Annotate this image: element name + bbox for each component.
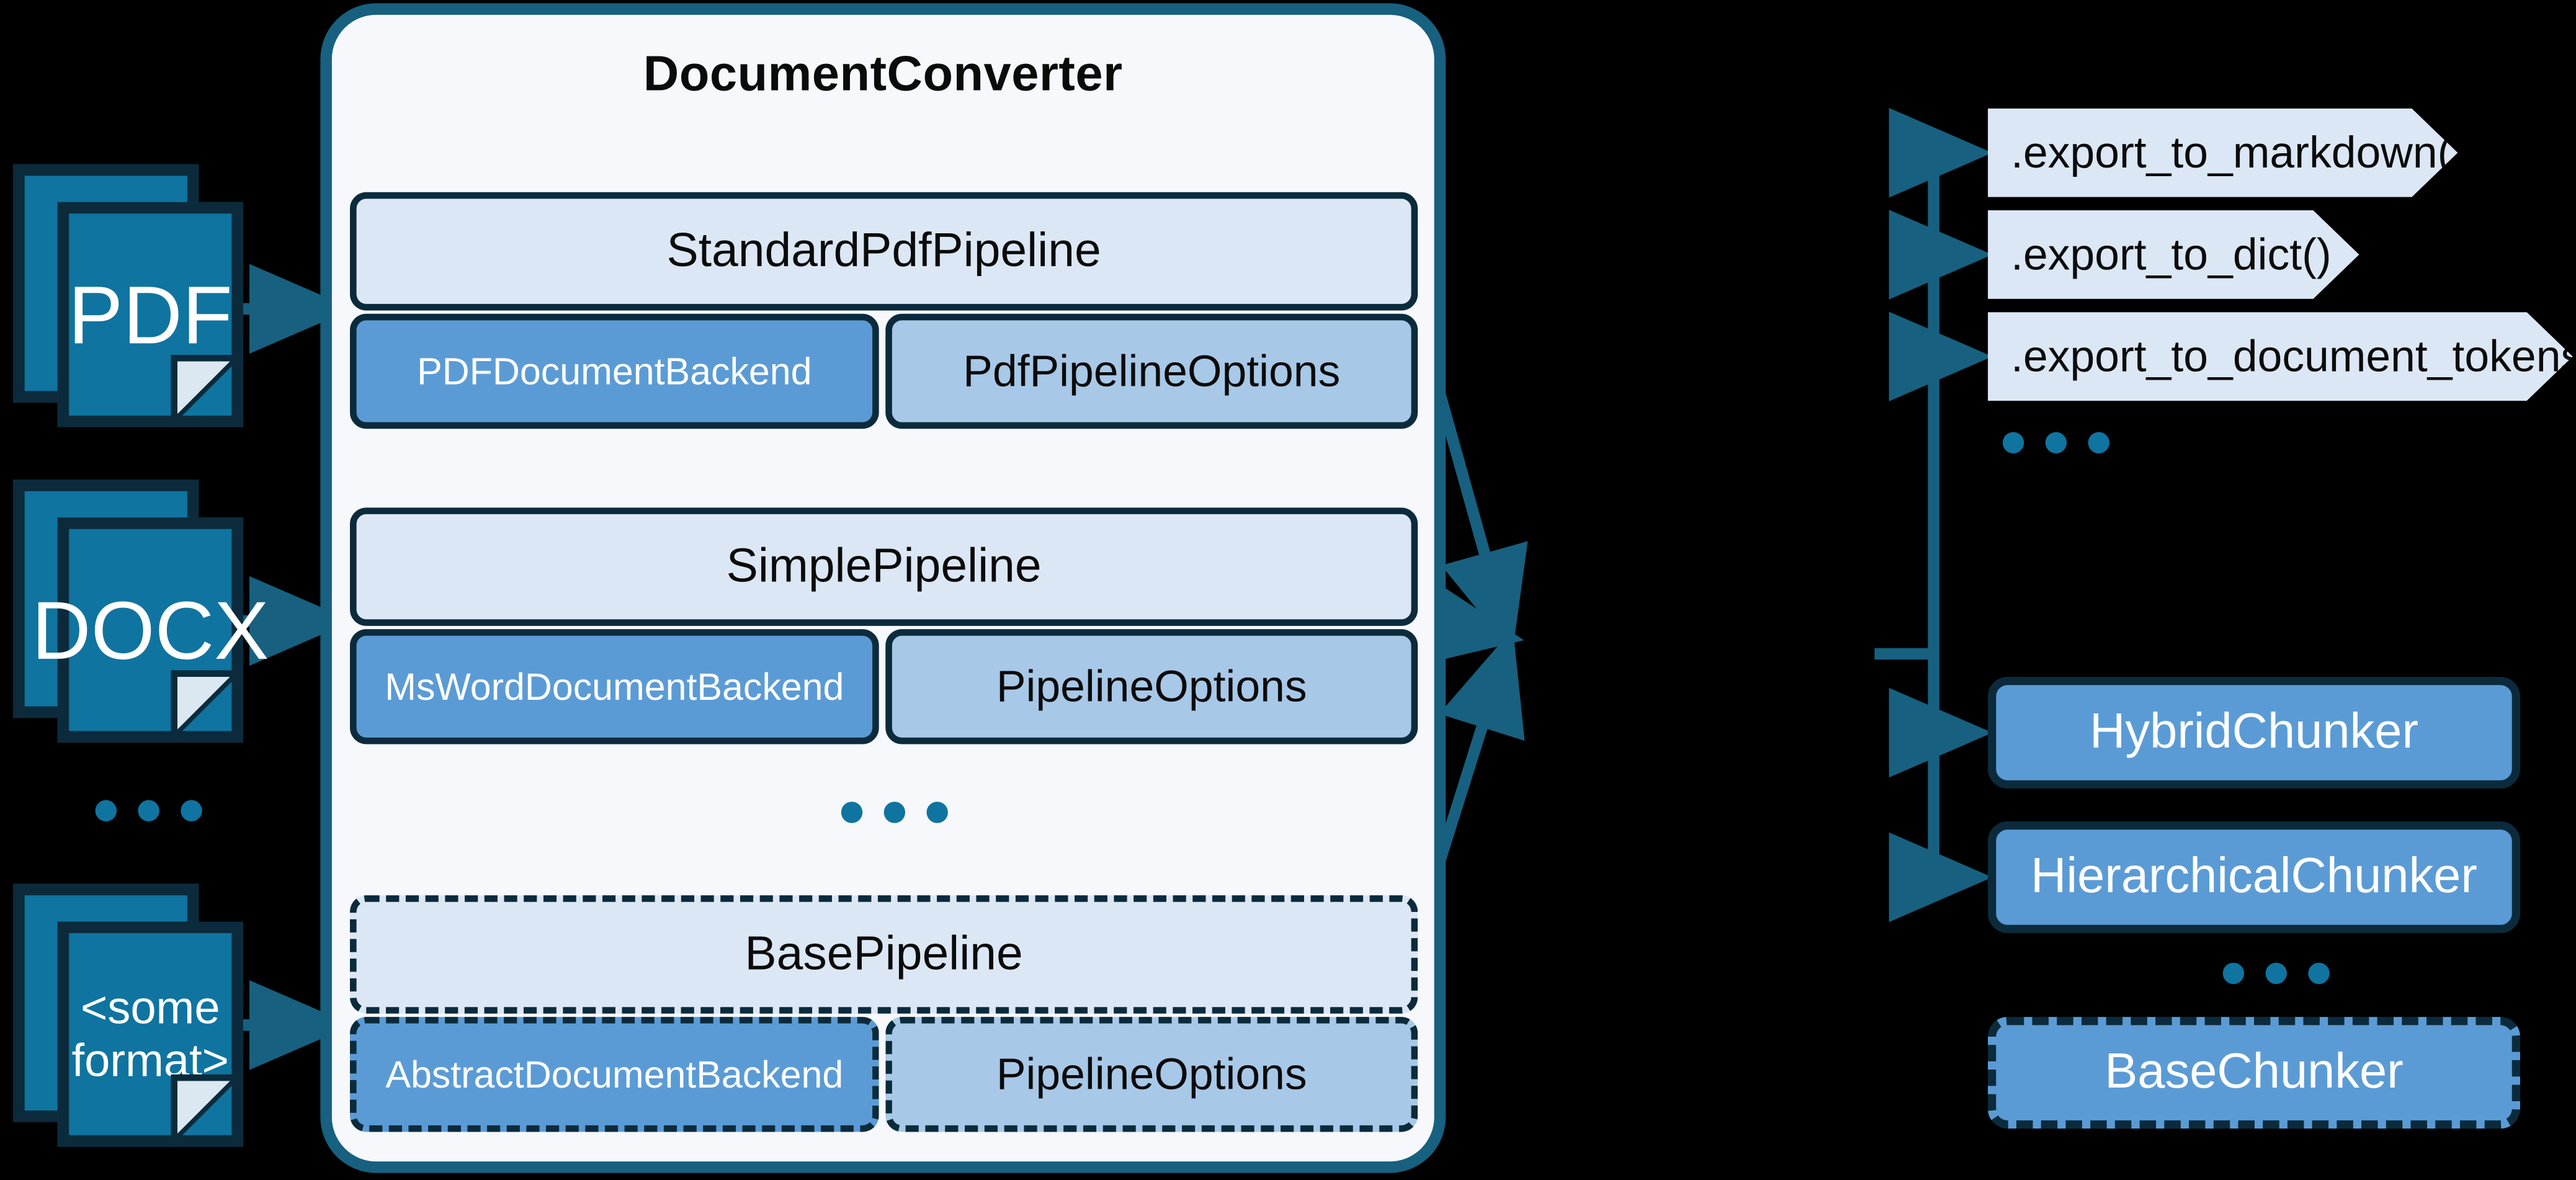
- pipeline-group-simple: SimplePipeline MsWordDocumentBackend Pip…: [350, 507, 1418, 744]
- document-icon-pdf: PDF: [13, 164, 243, 427]
- someformat-label: <some format>: [71, 982, 229, 1085]
- export-ellipsis: [2002, 432, 2109, 454]
- options-box-base: PipelineOptions: [885, 1017, 1418, 1132]
- pipeline-group-base: BasePipeline AbstractDocumentBackend Pip…: [350, 895, 1418, 1132]
- backend-box-pdf: PDFDocumentBackend: [350, 313, 879, 429]
- chunker-base[interactable]: BaseChunker: [1988, 1017, 2520, 1129]
- pdf-label: PDF: [68, 268, 233, 361]
- pipeline-group-standardpdf: StandardPdfPipeline PDFDocumentBackend P…: [350, 192, 1418, 429]
- options-box-pdf: PdfPipelineOptions: [885, 313, 1418, 429]
- document-icon-docx: DOCX: [13, 480, 269, 743]
- pipeline-name-simple: SimplePipeline: [350, 507, 1418, 626]
- export-method-dict[interactable]: .export_to_dict(): [1988, 210, 2359, 299]
- pdf-fold-inner: [177, 361, 230, 414]
- chunker-hierarchical[interactable]: HierarchicalChunker: [1988, 821, 2520, 934]
- docx-front-sheet: DOCX: [32, 517, 269, 743]
- document-icon-some-format: <some format>: [13, 883, 243, 1147]
- export-method-document-tokens[interactable]: .export_to_document_tokens(): [1988, 312, 2573, 401]
- pipeline-name-base: BasePipeline: [350, 895, 1418, 1014]
- input-ellipsis: [95, 800, 202, 821]
- backend-box-abstract: AbstractDocumentBackend: [350, 1017, 879, 1132]
- docx-fold-inner: [177, 676, 230, 730]
- pipeline-ellipsis: [841, 802, 948, 823]
- page-title: DocumentConverter: [643, 47, 1123, 102]
- pipeline-name-standardpdf: StandardPdfPipeline: [350, 192, 1418, 311]
- export-method-markdown[interactable]: .export_to_markdown(): [1988, 109, 2457, 197]
- chunker-hybrid[interactable]: HybridChunker: [1988, 676, 2520, 789]
- chunker-ellipsis: [2222, 962, 2330, 985]
- backend-box-msword: MsWordDocumentBackend: [350, 629, 879, 744]
- options-box-simple: PipelineOptions: [885, 629, 1418, 744]
- someformat-fold-inner: [177, 1081, 230, 1134]
- docx-label: DOCX: [32, 584, 269, 676]
